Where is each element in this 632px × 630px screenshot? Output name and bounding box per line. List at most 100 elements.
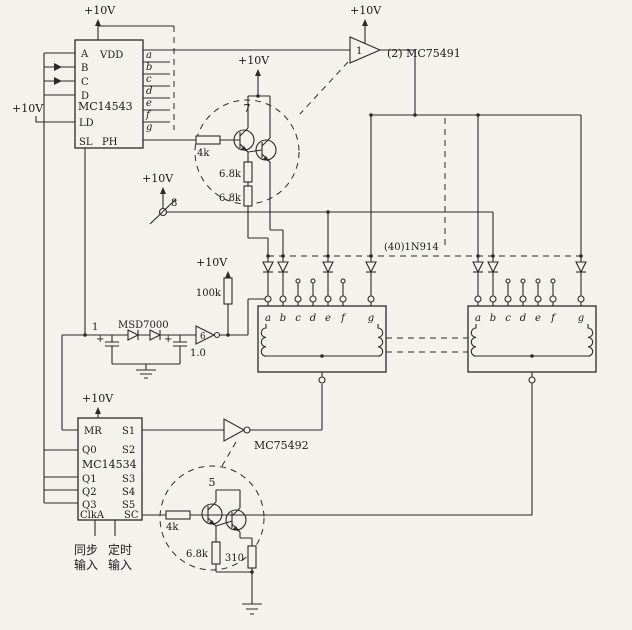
display-module-left-body	[257, 305, 387, 373]
common-right	[528, 376, 536, 384]
terminal-left-f	[339, 295, 347, 303]
disp-right-c: c	[505, 313, 511, 324]
amp5-r-4k-label: 4k	[166, 522, 179, 533]
cap-b-polarity: +	[164, 334, 172, 345]
supply-label-6: +10V	[196, 256, 228, 269]
reset-diodes	[127, 329, 162, 341]
supply-label-7: +10V	[82, 392, 114, 405]
disp-right-e: e	[535, 313, 541, 324]
disp-left-c: c	[295, 313, 301, 324]
supply-label-4: +10V	[238, 54, 270, 67]
dashed-module-link	[386, 337, 468, 353]
amp5-boundary	[159, 465, 265, 571]
reset-pin-1: 1	[92, 322, 98, 333]
inverter-bubble	[243, 426, 251, 434]
cap-value-label: 1.0	[190, 348, 206, 359]
disp-right-f: f	[550, 313, 557, 324]
terminal-right-a	[474, 295, 482, 303]
switch-8	[149, 198, 177, 225]
ic14534-pin-S2: S2	[122, 445, 135, 456]
switch-8-number: 8	[171, 198, 177, 209]
transistors	[201, 129, 277, 532]
driver1-number: 1	[356, 46, 362, 57]
timing-input-label-line1: 定时	[108, 542, 132, 557]
dashed-driver1-to-amp7	[299, 61, 349, 115]
resistor-4k-amp5	[165, 510, 191, 520]
display-module-right-body	[467, 305, 597, 373]
buffer6-bubble	[213, 331, 221, 339]
ic14543-pin-A: A	[80, 49, 89, 60]
disp-left-a: a	[265, 313, 271, 324]
ic14534-pin-Q3: Q3	[82, 500, 97, 511]
amp5-r-6.8k-label: 6.8k	[186, 549, 209, 560]
amp7-r-4k-label: 4k	[197, 148, 210, 159]
ic14534-part-number: MC14534	[82, 458, 137, 471]
disp-right-a: a	[475, 313, 481, 324]
ic-mc14534-body	[77, 417, 143, 521]
ic-mc14543-body	[74, 39, 144, 149]
ic14534-pin-S1: S1	[122, 426, 135, 437]
terminal-right-e	[534, 295, 542, 303]
ic14543-pin-SL: SL	[79, 137, 93, 148]
ic14543-out-g: g	[146, 122, 152, 133]
ic14534-pin-Q2: Q2	[82, 487, 97, 498]
diode-array	[262, 261, 587, 274]
terminal-right-g	[577, 295, 585, 303]
buffer6-number: 6	[200, 332, 206, 342]
supply-label-5: +10V	[142, 172, 174, 185]
resistor-100k-label: 100k	[196, 288, 222, 299]
ic14543-pin-PH: PH	[102, 137, 118, 148]
terminal-right-f	[549, 295, 557, 303]
driver2-label: MC75492	[254, 439, 309, 452]
resistor-6.8k-amp7-b	[243, 185, 253, 207]
ic14543-pin-LD: LD	[79, 118, 94, 129]
resistor-6.8k-amp7-a	[243, 161, 253, 183]
ic14543-part-number: MC14543	[78, 100, 133, 113]
terminal-left-c	[294, 295, 302, 303]
ic14534-pin-MR: MR	[84, 426, 102, 437]
ic14543-out-b: b	[146, 62, 152, 73]
msd7000-part-number: MSD7000	[118, 320, 169, 331]
ic14534-pin-Q0: Q0	[82, 445, 97, 456]
disp-left-e: e	[325, 313, 331, 324]
terminal-right-d	[519, 295, 527, 303]
ic14534-pin-ClkA: ClkA	[80, 510, 105, 521]
disp-right-d: d	[520, 313, 526, 324]
disp-left-g: g	[368, 313, 374, 324]
terminal-left-a	[264, 295, 272, 303]
supply-arrows	[54, 19, 368, 414]
sync-input-label-line2: 输入	[74, 557, 98, 572]
cap-a-polarity: +	[96, 334, 104, 345]
terminal-left-d	[309, 295, 317, 303]
resistor-100k	[223, 277, 233, 305]
ic14543-pin-C: C	[81, 77, 89, 88]
supply-label-2: +10V	[350, 4, 382, 17]
terminal-right-b	[489, 295, 497, 303]
wire-segments	[35, 24, 582, 615]
amp7-number: 7	[244, 102, 251, 115]
timing-input-label-line2: 输入	[108, 557, 132, 572]
inverter-mc75492-triangle	[223, 418, 246, 442]
disp-left-b: b	[280, 313, 286, 324]
supply-label-1: +10V	[84, 4, 116, 17]
resistor-4k-amp7	[195, 135, 221, 145]
terminal-left-b	[279, 295, 287, 303]
supply-label-3: +10V	[12, 102, 44, 115]
ic14534-pin-SC: SC	[124, 510, 139, 521]
resistor-6.8k-amp5	[211, 541, 221, 565]
driver1-triangle	[349, 36, 382, 64]
ic14543-out-c: c	[146, 74, 152, 85]
junction-dots	[83, 94, 583, 574]
ic14543-pin-B: B	[81, 63, 88, 74]
common-left	[318, 376, 326, 384]
diode-array-label: (40)1N914	[384, 242, 439, 253]
buffer6-triangle	[195, 325, 216, 345]
ic14543-out-e: e	[146, 98, 152, 109]
resistor-310-amp5	[247, 545, 257, 569]
ic14543-vdd-label: VDD	[99, 50, 123, 61]
amp5-r-310-label: 310	[225, 553, 244, 564]
terminal-right-c	[504, 295, 512, 303]
disp-right-b: b	[490, 313, 496, 324]
amp7-r-6.8k-b-label: 6.8k	[219, 193, 242, 204]
